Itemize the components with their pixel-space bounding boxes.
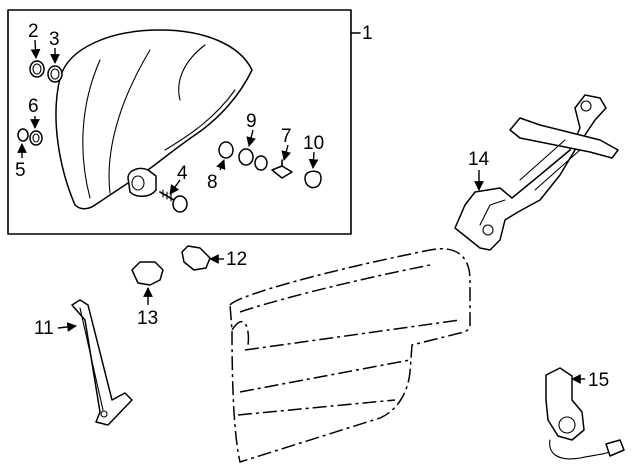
arrow-9 (246, 129, 256, 147)
callout-6: 6 (28, 96, 39, 117)
window-regulator (454, 94, 619, 251)
cap-part-2 (29, 60, 45, 78)
callout-3: 3 (49, 29, 60, 50)
glass-channel-holder (127, 167, 157, 197)
arrow-11 (57, 322, 77, 332)
arrow-10 (308, 151, 319, 169)
bushing-part-5 (17, 128, 29, 142)
callout-8: 8 (207, 172, 218, 193)
callout-7: 7 (281, 126, 292, 147)
glass-run-channel (71, 299, 133, 426)
bolt-part-4 (159, 189, 188, 213)
callout-9: 9 (246, 111, 257, 132)
regulator-motor (545, 367, 625, 460)
rear-door-outline (229, 248, 471, 463)
arrow-4 (169, 179, 181, 195)
callout-5: 5 (15, 160, 26, 181)
washer-part-9 (238, 148, 268, 171)
arrow-7 (281, 144, 292, 161)
callout-13: 13 (137, 308, 158, 329)
callout-12: 12 (226, 249, 247, 270)
callout-10: 10 (303, 133, 324, 154)
callout-4: 4 (177, 163, 188, 184)
cap-part-3 (47, 65, 63, 83)
clip-part-7 (271, 159, 293, 179)
cap-part-10 (304, 170, 322, 189)
arrow-2 (30, 39, 41, 59)
callout-14: 14 (468, 149, 490, 170)
washer-part-8 (218, 141, 234, 159)
callout-15: 15 (588, 370, 609, 391)
callout-11: 11 (34, 318, 54, 339)
stopper-part-12 (181, 245, 211, 271)
arrow-8 (216, 159, 226, 171)
callout-1: 1 (362, 23, 373, 44)
callout-2: 2 (28, 21, 39, 42)
bushing-part-6 (29, 130, 43, 146)
cushion-part-13 (131, 261, 164, 286)
glass-assembly-inset-frame (7, 9, 352, 235)
